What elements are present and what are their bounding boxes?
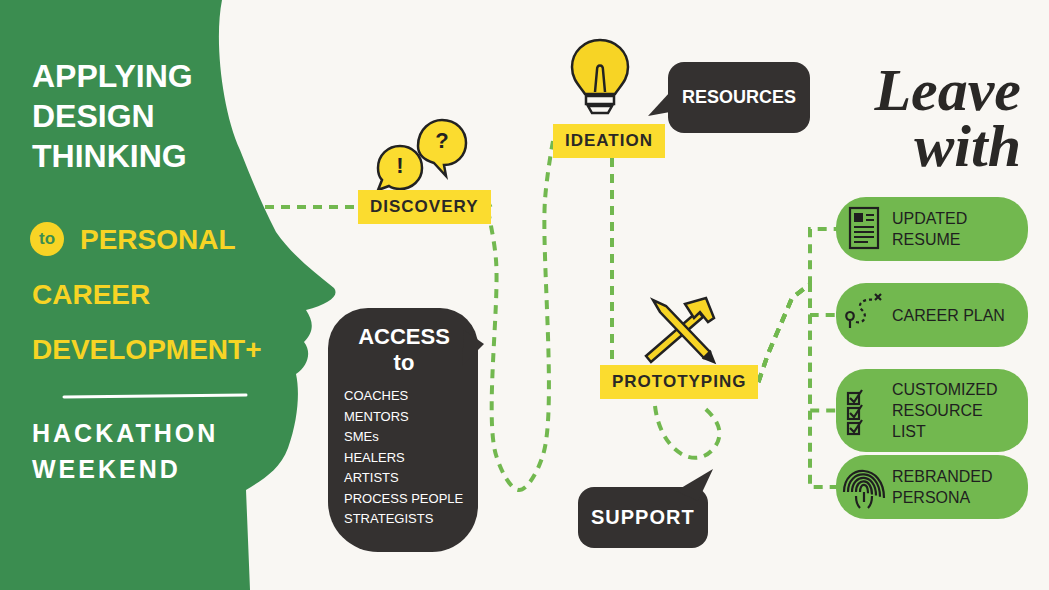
dashed-loop	[655, 406, 719, 458]
bubble-tail-shape	[648, 92, 670, 116]
bubble-tail-shape	[462, 330, 484, 366]
phase-label: IDEATION	[553, 124, 665, 158]
dashed-connector	[758, 229, 836, 382]
dashed-connector	[265, 205, 358, 209]
script-heading: Leave with	[826, 62, 1021, 174]
phase-label: PROTOTYPING	[600, 365, 758, 399]
node-text: ARTISTS	[344, 468, 464, 489]
node-text: PROCESS PEOPLE	[344, 489, 464, 510]
tools-icon	[646, 298, 714, 362]
bubble-tail	[668, 62, 669, 63]
head-fill	[0, 0, 336, 590]
bubble-tail-shape	[676, 469, 713, 501]
speech-bubble: RESOURCES	[668, 62, 810, 133]
speech-bubble: SUPPORT	[578, 487, 708, 548]
title-connector: to	[30, 222, 64, 256]
node-text: SUPPORT	[591, 506, 695, 529]
node-text: STRATEGISTS	[344, 509, 464, 530]
node-text: ACCESS to	[354, 324, 454, 376]
node-text: DISCOVERY	[370, 197, 479, 217]
outcome-pill: CUSTOMIZED RESOURCE LIST	[836, 369, 1028, 452]
node-text: HEALERS	[344, 448, 464, 469]
pill-icon	[842, 462, 888, 512]
outcome-pill: UPDATED RESUME	[836, 197, 1028, 261]
phase-label: DISCOVERY	[358, 190, 491, 224]
lightbulb-icon	[572, 40, 628, 113]
dashed-connector	[758, 284, 836, 382]
title-text: PERSONAL CAREER DEVELOPMENT+	[32, 212, 282, 377]
dashed-connector	[487, 141, 553, 490]
node-text: IDEATION	[565, 131, 653, 151]
outcome-pill: REBRANDED PERSONA	[836, 455, 1028, 519]
node-text: REBRANDED PERSONA	[892, 466, 1020, 508]
node-text: CAREER PLAN	[892, 305, 1005, 326]
subtitle-text: HACKATHON WEEKEND	[32, 415, 257, 487]
node-text: CUSTOMIZED RESOURCE LIST	[892, 379, 1020, 442]
node-text: MENTORS	[344, 407, 464, 428]
icon-glyph: ?	[420, 128, 464, 154]
outcome-pill: CAREER PLAN	[836, 283, 1028, 347]
dashed-connector	[758, 284, 836, 487]
bubble-tail	[578, 487, 579, 488]
node-text: PROTOTYPING	[612, 372, 746, 392]
speech-bubble: ACCESS to COACHESMENTORSSMEsHEALERSARTIST…	[328, 308, 478, 552]
node-text: SMEs	[344, 427, 464, 448]
pill-icon	[842, 204, 888, 254]
title-text: APPLYING DESIGN THINKING	[32, 56, 237, 176]
node-text: RESOURCES	[682, 87, 796, 108]
divider-line	[64, 395, 246, 397]
speech-icon	[378, 120, 466, 190]
icon-glyph: !	[378, 153, 422, 179]
pill-icon	[842, 386, 888, 436]
node-text: COACHES	[344, 386, 464, 407]
head-silhouette: APPLYING DESIGN THINKINGtoPERSONAL CAREE…	[0, 0, 265, 590]
pill-icon	[842, 290, 888, 340]
dashed-connector	[610, 158, 614, 365]
node-text: UPDATED RESUME	[892, 208, 1020, 250]
bubble-tail	[328, 308, 329, 309]
